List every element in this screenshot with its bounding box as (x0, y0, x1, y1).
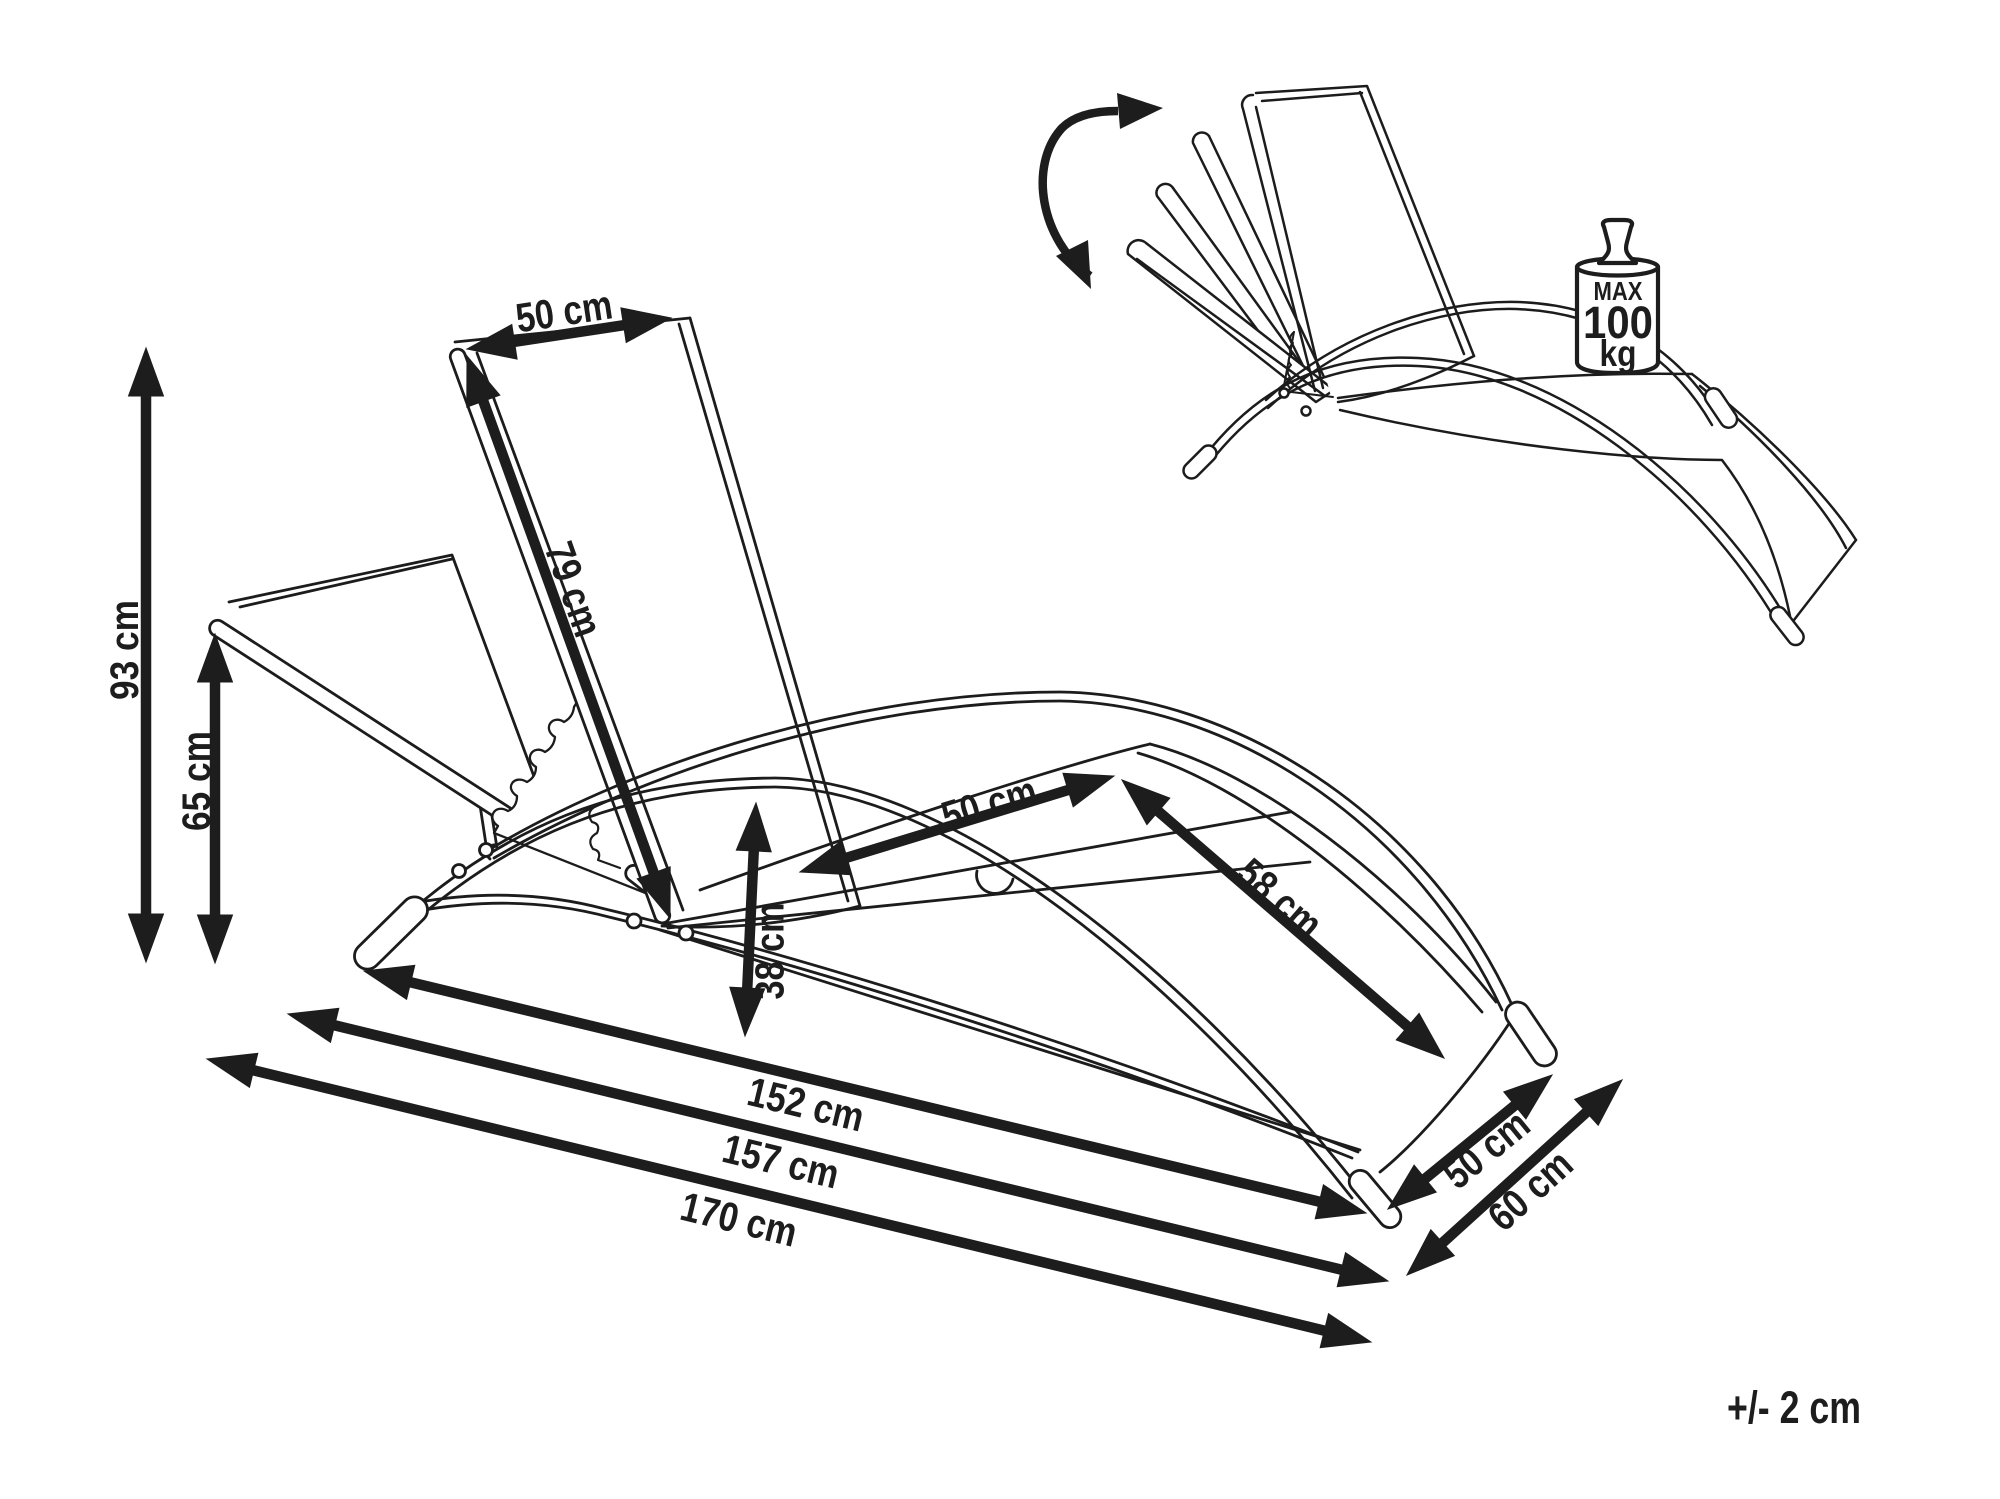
svg-text:65 cm: 65 cm (175, 731, 219, 831)
svg-text:38 cm: 38 cm (746, 903, 792, 1000)
svg-text:93 cm: 93 cm (103, 600, 147, 700)
svg-text:MAX: MAX (1594, 276, 1644, 306)
svg-text:kg: kg (1600, 333, 1637, 374)
svg-text:100: 100 (1583, 297, 1653, 348)
svg-text:+/- 2 cm: +/- 2 cm (1727, 1382, 1861, 1433)
